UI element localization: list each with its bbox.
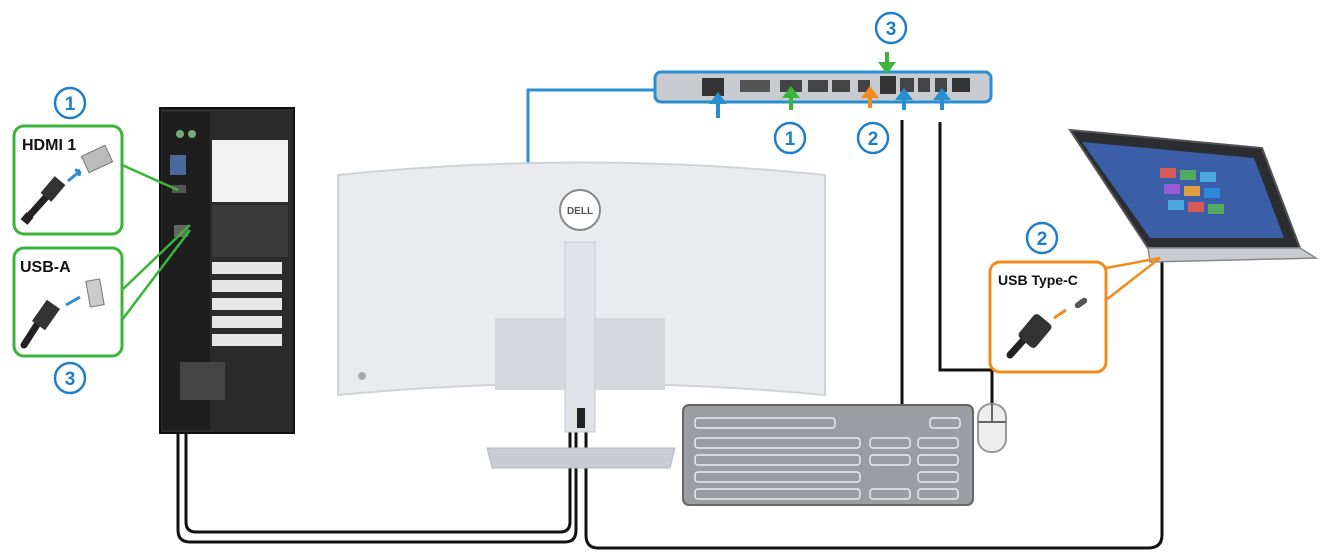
hdmi-plug-icon [20,144,114,225]
laptop-base [1147,247,1319,263]
monitor: DELL [337,161,826,469]
usbc-number-badge: 2 [1025,221,1059,255]
hdmi-number-badge: 1 [53,86,87,120]
usba-number-badge: 3 [53,361,87,395]
laptop-cable [584,258,1164,550]
usba-label: USB-A [20,259,71,276]
svg-text:1: 1 [65,94,76,115]
svg-text:3: 3 [65,369,76,390]
hdmi-label: HDMI 1 [22,137,76,154]
usba-arrow [878,52,896,74]
usbc-label: USB Type-C [998,272,1078,288]
power-arrow [709,92,727,118]
monitor-logo: DELL [567,206,593,217]
hdmi-callout: 1 HDMI 1 [12,86,124,236]
svg-text:3: 3 [886,19,897,40]
usbc-arrow [861,86,879,108]
panel-number-2: 2 [856,121,890,155]
usba-box [12,246,124,358]
keyboard-port-arrow [895,88,913,110]
svg-text:2: 2 [868,129,879,150]
mouse-port-arrow [933,88,951,110]
monitor-stand-base [486,447,676,469]
pc-leaders [121,163,191,321]
pc-cable-2 [184,420,572,534]
mouse-cable [938,122,994,404]
pc-cable-1 [176,420,578,544]
panel-number-1: 1 [773,121,807,155]
desktop-pc [159,107,295,434]
hdmi-arrow [782,86,800,110]
laptop-screen [1082,142,1284,238]
monitor-logo-badge [559,189,601,231]
cables [176,120,1164,550]
panel-arrows [709,52,951,118]
mouse [977,403,1007,453]
usbc-callout: 2 USB Type-C [988,221,1161,374]
monitor-stand-neck [564,241,596,433]
usb-c-plug-icon [1006,297,1088,359]
keyboard [682,404,974,506]
usb-a-plug-icon [20,278,105,349]
laptop-tiles [1160,168,1224,214]
panel-number-3: 3 [874,11,908,45]
svg-text:2: 2 [1037,229,1048,250]
svg-text:1: 1 [785,129,796,150]
laptop [1068,128,1319,263]
usba-callout: USB-A 3 [12,246,124,395]
